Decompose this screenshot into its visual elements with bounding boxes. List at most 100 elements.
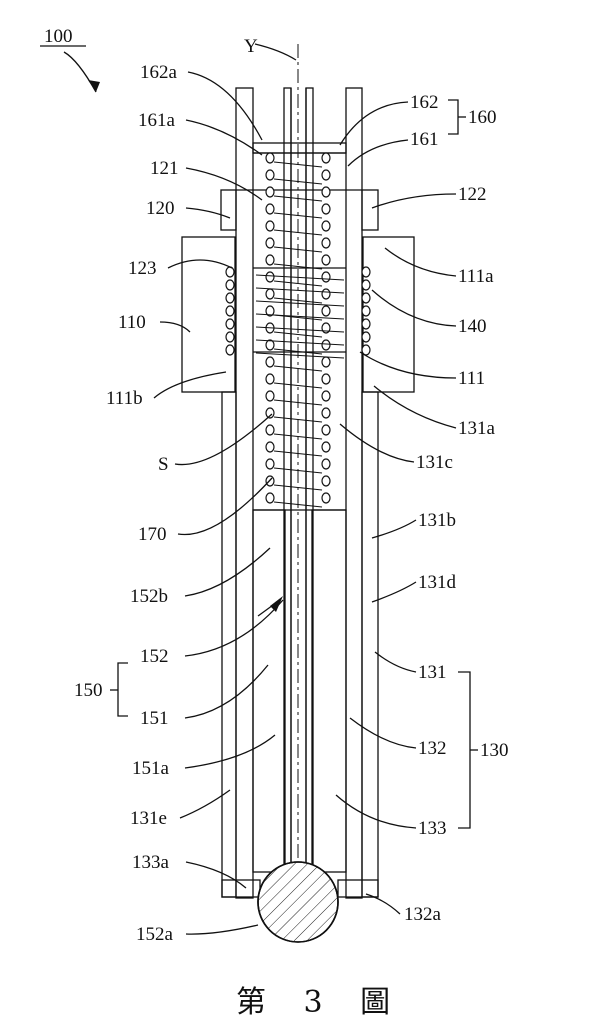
label-161a: 161a [138, 110, 176, 131]
outer-spring-coil-wire [255, 326, 345, 333]
outer-spring-coil-right [361, 331, 371, 343]
spring-coil-wire [273, 229, 323, 236]
outer-spring-coil-wire [255, 352, 345, 359]
spring-coil-wire [273, 501, 323, 508]
label-122: 122 [458, 184, 487, 205]
spring-coil-right [321, 152, 331, 164]
label-131: 131 [418, 662, 447, 683]
label-133a: 133a [132, 852, 170, 873]
label-130: 130 [480, 740, 509, 761]
arrow-100 [88, 80, 100, 92]
spring-coil-wire [273, 416, 323, 423]
label-131b: 131b [418, 510, 456, 531]
label-131c: 131c [416, 452, 453, 473]
label-161: 161 [410, 129, 439, 150]
spring-coil-wire [273, 484, 323, 491]
spring-coil-left [265, 305, 275, 317]
spring-coil-left [265, 441, 275, 453]
label-121: 121 [150, 158, 179, 179]
spring-coil-right [321, 407, 331, 419]
spring-coil-wire [273, 467, 323, 474]
spring-coil-left [265, 373, 275, 385]
outer-spring-coil-left [225, 266, 235, 278]
outer-spring-coil-right [361, 318, 371, 330]
spring-coil-left [265, 492, 275, 504]
sleeve-walls [235, 87, 363, 899]
spring-coil-wire [273, 365, 323, 372]
spring-coil-left [265, 339, 275, 351]
spring-coil-wire [273, 433, 323, 440]
outer-spring-coil-right [361, 266, 371, 278]
spring-coil-right [321, 186, 331, 198]
spring-coil-wire [273, 161, 323, 168]
outer-spring-coil-left [225, 305, 235, 317]
outer-spring-coil-wire [255, 274, 345, 281]
bracket-150 [110, 662, 128, 717]
label-131e: 131e [130, 808, 167, 829]
label-151a: 151a [132, 758, 170, 779]
spring-coil-wire [273, 195, 323, 202]
outer-shell-131 [220, 189, 379, 898]
ball-152a [257, 861, 339, 943]
spring-coil-left [265, 407, 275, 419]
spring-coil-right [321, 169, 331, 181]
label-162: 162 [410, 92, 439, 113]
outer-spring-coil-left [225, 292, 235, 304]
label-150: 150 [74, 680, 103, 701]
spring-coil-right [321, 339, 331, 351]
label-110: 110 [118, 312, 146, 333]
label-111b: 111b [106, 388, 143, 409]
spring-coil-wire [273, 348, 323, 355]
spring-coil-right [321, 271, 331, 283]
label-axis-y: Y [244, 36, 258, 57]
outer-spring-coil-wire [255, 300, 345, 307]
outer-spring-coil-wire [255, 287, 345, 294]
spring-coil-left [265, 288, 275, 300]
spring-coil-right [321, 424, 331, 436]
spring-coil-left [265, 152, 275, 164]
spring-coil-right [321, 254, 331, 266]
label-170: 170 [138, 524, 167, 545]
spring-coil-right [321, 492, 331, 504]
outer-spring-coil-left [225, 331, 235, 343]
label-152b: 152b [130, 586, 168, 607]
spring-coil-wire [273, 450, 323, 457]
spring-coil-left [265, 220, 275, 232]
spring-coil-right [321, 288, 331, 300]
spring-coil-left [265, 390, 275, 402]
spring-coil-left [265, 169, 275, 181]
label-111a: 111a [458, 266, 494, 287]
label-151: 151 [140, 708, 169, 729]
spring-inner [265, 152, 331, 508]
label-123: 123 [128, 258, 157, 279]
spring-coil-right [321, 441, 331, 453]
outer-spring-coil-right [361, 279, 371, 291]
inner-body-151 [252, 509, 347, 873]
spring-coil-wire [273, 178, 323, 185]
cap-160 [252, 142, 347, 154]
label-131d: 131d [418, 572, 457, 593]
spring-coil-wire [273, 280, 323, 287]
spring-coil-wire [273, 399, 323, 406]
spring-coil-right [321, 305, 331, 317]
spring-coil-left [265, 458, 275, 470]
label-140: 140 [458, 316, 487, 337]
label-152a: 152a [136, 924, 174, 945]
label-132: 132 [418, 738, 447, 759]
figure-caption: 第 3 圖 [236, 985, 404, 1020]
spring-coil-left [265, 424, 275, 436]
outer-spring-coil-left [225, 318, 235, 330]
label-160: 160 [468, 107, 497, 128]
spring-coil-wire [273, 331, 323, 338]
spring-coil-right [321, 390, 331, 402]
spring-coil-wire [273, 263, 323, 270]
label-100: 100 [44, 26, 73, 47]
spring-outer-140 [225, 266, 371, 359]
spring-coil-left [265, 186, 275, 198]
outer-spring-coil-right [361, 292, 371, 304]
spring-coil-right [321, 237, 331, 249]
spring-coil-left [265, 203, 275, 215]
spring-coil-wire [273, 246, 323, 253]
labels: 100 Y 162a 162 160 161a 161 121 120 122 … [44, 26, 509, 945]
